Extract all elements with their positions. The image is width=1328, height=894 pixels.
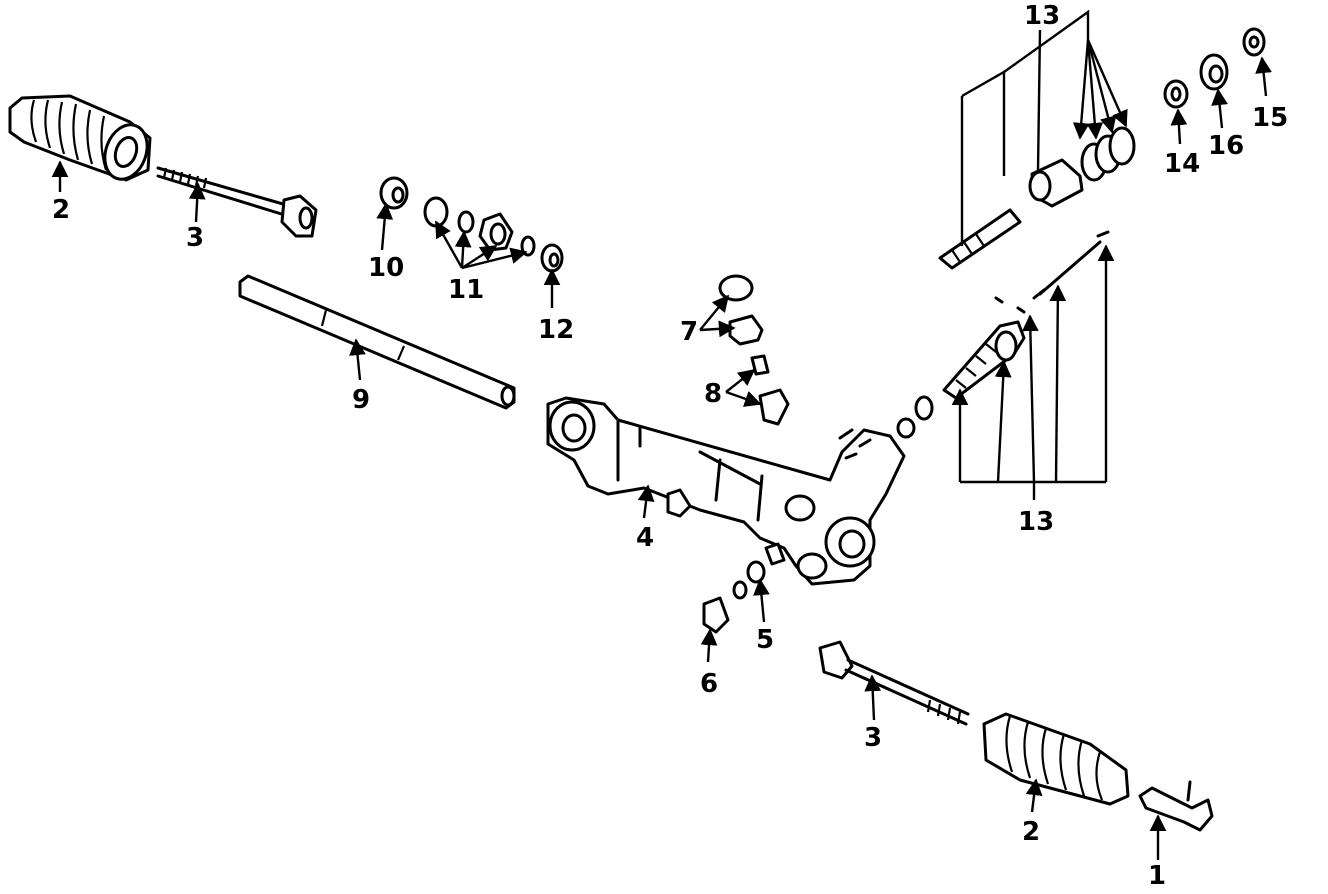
rack-shaft (238, 274, 516, 410)
valve-body-assembly (938, 126, 1136, 270)
callout-13-bottom: 13 (1018, 507, 1054, 537)
callout-2-right: 2 (1022, 817, 1040, 847)
control-valve-assembly (896, 230, 1110, 439)
callout-6: 6 (700, 669, 718, 699)
callout-14: 14 (1164, 149, 1200, 179)
rack-housing (546, 396, 906, 586)
seal-15 (1242, 27, 1266, 57)
callout-10: 10 (368, 253, 404, 283)
left-inner-tie-rod (156, 166, 318, 238)
callout-9: 9 (352, 385, 370, 415)
seal-14 (1163, 79, 1189, 109)
left-bellows-boot (8, 94, 152, 182)
callout-16: 16 (1208, 131, 1244, 161)
callout-labels: 1 2 2 3 3 4 5 6 7 8 9 10 11 12 13 13 14 … (52, 1, 1288, 891)
fitting-5 (732, 560, 766, 600)
right-bellows-boot (982, 712, 1130, 806)
seal-16 (1199, 53, 1229, 91)
seal-10 (379, 176, 409, 210)
fitting-6 (702, 596, 730, 634)
outer-tie-rod-end (1138, 780, 1214, 832)
callout-5: 5 (756, 625, 774, 655)
callout-11: 11 (448, 275, 484, 305)
right-inner-tie-rod (818, 640, 970, 726)
callout-15: 15 (1252, 103, 1288, 133)
callout-1: 1 (1148, 861, 1166, 891)
valve-cap-7 (718, 274, 764, 346)
seal-12 (540, 243, 564, 273)
callout-4: 4 (636, 523, 654, 553)
leader-lines (51, 9, 1272, 860)
callout-3-right: 3 (864, 723, 882, 753)
callout-13-top: 13 (1024, 1, 1060, 31)
callout-7: 7 (680, 317, 698, 347)
callout-3-left: 3 (186, 223, 204, 253)
valve-plug-8 (750, 354, 790, 426)
seal-set-11 (423, 196, 536, 257)
callout-8: 8 (704, 379, 722, 409)
callout-2-left: 2 (52, 195, 70, 225)
callout-12: 12 (538, 315, 574, 345)
